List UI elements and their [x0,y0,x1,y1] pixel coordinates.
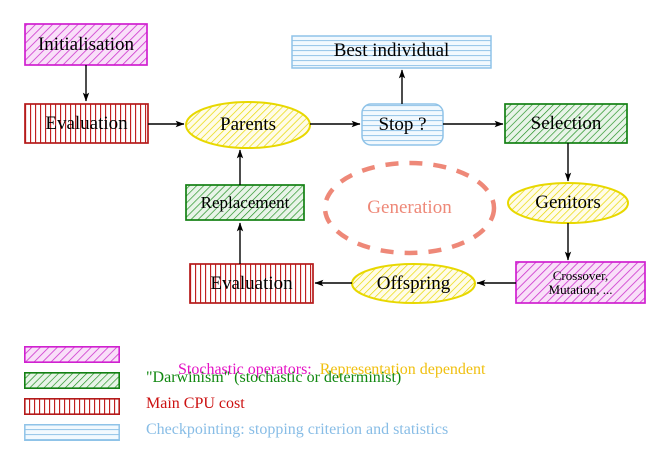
legend-swatch-checkpoint-hatch-icon [24,424,120,441]
legend-label-representation: Representation dependent [319,361,486,378]
legend-text-stochastic: Stochastic operators: Representation dep… [146,343,485,397]
legend-row-darwinism: "Darwinism" (stochastic or determinist) [24,369,644,394]
node-initialisation[interactable] [24,23,148,66]
node-selection[interactable] [504,103,628,144]
legend-row-stochastic: Stochastic operators: Representation dep… [24,343,644,378]
legend-swatch-stochastic-hatch-icon [24,346,120,363]
node-evaluation-top[interactable] [24,103,149,144]
legend-label-checkpointing: Checkpointing: stopping criterion and st… [146,421,449,438]
node-crossover-mutation[interactable] [515,261,646,304]
legend: Stochastic operators: Representation dep… [0,339,662,457]
node-stop[interactable] [361,103,444,146]
legend-label-cpu: Main CPU cost [146,395,245,412]
legend-label-darwinism: "Darwinism" (stochastic or determinist) [146,369,402,386]
legend-swatch-cpu-hatch-icon [24,398,120,415]
node-best-individual[interactable] [291,35,492,69]
node-parents[interactable] [185,101,311,149]
node-replacement[interactable] [185,184,305,221]
node-generation-group [322,160,497,256]
legend-label-stochastic: Stochastic operators: [178,361,312,378]
node-evaluation-bottom[interactable] [189,263,314,304]
legend-row-checkpointing: Checkpointing: stopping criterion and st… [24,421,644,446]
legend-row-cpu: Main CPU cost [24,395,644,420]
node-offspring[interactable] [351,263,476,304]
node-genitors[interactable] [507,182,629,224]
legend-swatch-darwinism-hatch-icon [24,372,120,389]
